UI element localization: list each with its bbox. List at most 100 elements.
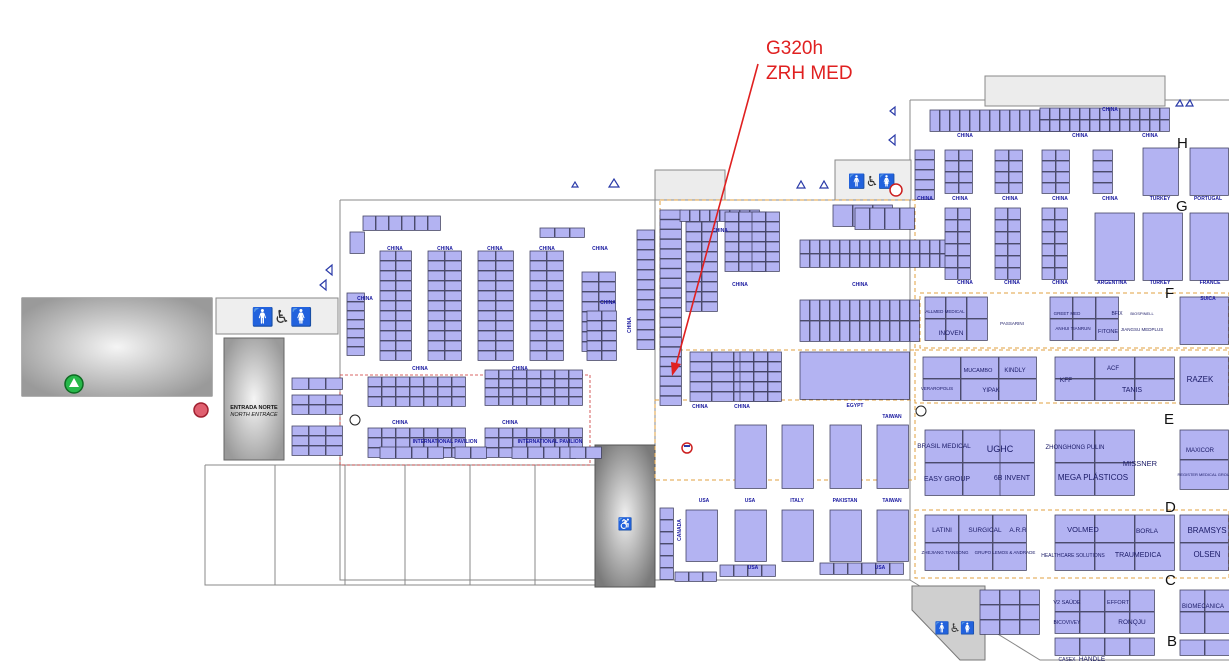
booth[interactable]	[958, 171, 973, 183]
booth[interactable]	[659, 507, 674, 520]
booth[interactable]	[411, 446, 428, 459]
booth[interactable]	[379, 250, 396, 261]
booth[interactable]	[1089, 119, 1100, 132]
booth[interactable]	[527, 446, 544, 459]
booth[interactable]	[375, 215, 389, 231]
booth[interactable]	[1159, 119, 1170, 132]
booth[interactable]	[636, 239, 655, 250]
booth[interactable]	[829, 239, 840, 254]
booth[interactable]	[659, 258, 682, 269]
booth[interactable]	[879, 253, 890, 268]
booth[interactable]	[909, 253, 920, 268]
booth[interactable]	[914, 149, 935, 160]
booth[interactable]	[409, 427, 424, 438]
booth[interactable]	[1029, 109, 1040, 132]
booth[interactable]	[751, 261, 766, 272]
booth[interactable]	[701, 251, 718, 262]
booth[interactable]	[484, 369, 499, 379]
booth[interactable]	[1019, 589, 1040, 605]
booth[interactable]	[308, 435, 326, 446]
booth[interactable]	[1007, 231, 1021, 244]
booth[interactable]	[809, 299, 820, 321]
booth[interactable]	[1007, 219, 1021, 232]
booth[interactable]	[1189, 212, 1229, 281]
booth[interactable]	[685, 509, 718, 562]
booth[interactable]	[1179, 589, 1205, 612]
booth[interactable]	[346, 319, 365, 329]
booth[interactable]	[944, 267, 958, 280]
booth[interactable]	[724, 251, 739, 262]
booth[interactable]	[601, 330, 617, 341]
booth[interactable]	[922, 356, 961, 379]
booth[interactable]	[1119, 107, 1130, 120]
booth[interactable]	[994, 255, 1008, 268]
booth[interactable]	[899, 253, 910, 268]
booth[interactable]	[395, 427, 410, 438]
booth[interactable]	[484, 427, 499, 438]
booth[interactable]	[957, 207, 971, 220]
booth[interactable]	[829, 320, 840, 342]
booth[interactable]	[767, 361, 782, 372]
booth[interactable]	[1142, 212, 1183, 281]
booth[interactable]	[427, 330, 445, 341]
booth[interactable]	[539, 227, 555, 238]
booth[interactable]	[379, 350, 396, 361]
booth[interactable]	[819, 562, 834, 575]
booth[interactable]	[1092, 149, 1113, 161]
booth[interactable]	[325, 425, 343, 436]
booth[interactable]	[512, 369, 527, 379]
booth[interactable]	[809, 320, 820, 342]
booth[interactable]	[1059, 107, 1070, 120]
booth[interactable]	[994, 207, 1008, 220]
booth[interactable]	[409, 396, 424, 407]
booth[interactable]	[1049, 318, 1073, 341]
booth[interactable]	[1159, 107, 1170, 120]
booth[interactable]	[701, 291, 718, 302]
booth[interactable]	[568, 369, 583, 379]
booth[interactable]	[889, 253, 900, 268]
booth[interactable]	[540, 427, 555, 438]
booth[interactable]	[495, 320, 514, 331]
booth[interactable]	[427, 270, 445, 281]
booth[interactable]	[498, 427, 513, 438]
booth[interactable]	[1119, 119, 1130, 132]
booth[interactable]	[1089, 107, 1100, 120]
booth[interactable]	[598, 291, 616, 302]
booth[interactable]	[636, 299, 655, 310]
booth[interactable]	[554, 378, 569, 388]
booth[interactable]	[1054, 378, 1095, 401]
booth[interactable]	[546, 320, 564, 331]
booth[interactable]	[659, 395, 682, 406]
booth[interactable]	[568, 387, 583, 397]
booth[interactable]	[381, 396, 396, 407]
booth[interactable]	[546, 270, 564, 281]
booth[interactable]	[689, 391, 712, 402]
booth[interactable]	[451, 386, 466, 397]
booth[interactable]	[395, 300, 412, 311]
booth[interactable]	[957, 267, 971, 280]
booth[interactable]	[765, 261, 780, 272]
booth[interactable]	[581, 271, 599, 282]
booth[interactable]	[994, 231, 1008, 244]
booth[interactable]	[659, 209, 682, 220]
booth[interactable]	[747, 564, 762, 577]
booth[interactable]	[498, 369, 513, 379]
booth[interactable]	[581, 301, 599, 312]
booth[interactable]	[839, 299, 850, 321]
booth[interactable]	[1054, 255, 1068, 268]
booth[interactable]	[939, 109, 950, 132]
booth[interactable]	[819, 239, 830, 254]
booth[interactable]	[849, 253, 860, 268]
booth[interactable]	[1041, 149, 1056, 161]
booth[interactable]	[781, 424, 814, 489]
booth[interactable]	[1149, 119, 1160, 132]
booth[interactable]	[636, 279, 655, 290]
booth[interactable]	[395, 280, 412, 291]
booth[interactable]	[1054, 243, 1068, 256]
booth[interactable]	[512, 387, 527, 397]
booth[interactable]	[957, 255, 971, 268]
booth[interactable]	[1129, 119, 1140, 132]
booth[interactable]	[944, 182, 959, 194]
booth[interactable]	[543, 446, 560, 459]
booth[interactable]	[1094, 378, 1135, 401]
